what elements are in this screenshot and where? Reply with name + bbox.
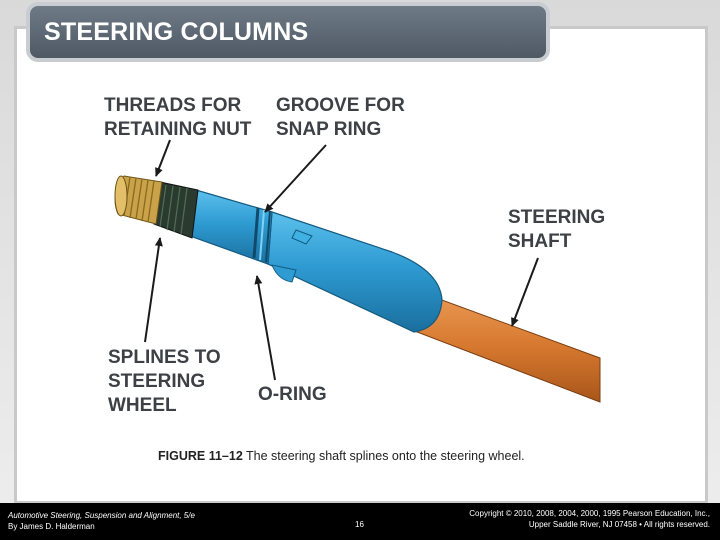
oring-arrow	[254, 275, 276, 381]
book-title: Automotive Steering, Suspension and Alig…	[8, 511, 195, 520]
steering-shaft-label: STEERING SHAFT	[508, 207, 606, 252]
figure-number: FIGURE 11–12	[158, 449, 243, 463]
figure-caption: FIGURE 11–12 The steering shaft splines …	[158, 449, 525, 463]
splines-arrow	[144, 237, 163, 343]
footer-book-info: Automotive Steering, Suspension and Alig…	[8, 510, 195, 532]
threads-label: THREADS FOR RETAINING NUT	[104, 95, 252, 140]
footer-bar: Automotive Steering, Suspension and Alig…	[0, 503, 720, 540]
shaft-tube-taper	[267, 211, 443, 333]
caption-text: The steering shaft splines onto the stee…	[242, 449, 525, 463]
copyright-line-2: Upper Saddle River, NJ 07458 • All right…	[528, 520, 710, 529]
title-tab	[26, 2, 550, 62]
shaft-arrow	[511, 257, 539, 327]
groove-arrow	[264, 144, 327, 213]
groove-label: GROOVE FOR SNAP RING	[276, 95, 405, 140]
o-ring	[271, 264, 297, 283]
splines-label: SPLINES TO STEERING WHEEL	[108, 347, 221, 416]
footer-copyright: Copyright © 2010, 2008, 2004, 2000, 1995…	[469, 508, 710, 530]
slide-title: STEERING COLUMNS	[44, 18, 309, 46]
snap-ring-groove	[252, 207, 260, 259]
author: By James D. Halderman	[8, 522, 95, 531]
threads-arrow	[155, 139, 171, 177]
copyright-line-1: Copyright © 2010, 2008, 2004, 2000, 1995…	[469, 509, 710, 518]
page-number: 16	[355, 520, 364, 529]
o-ring-label: O-RING	[258, 384, 327, 405]
